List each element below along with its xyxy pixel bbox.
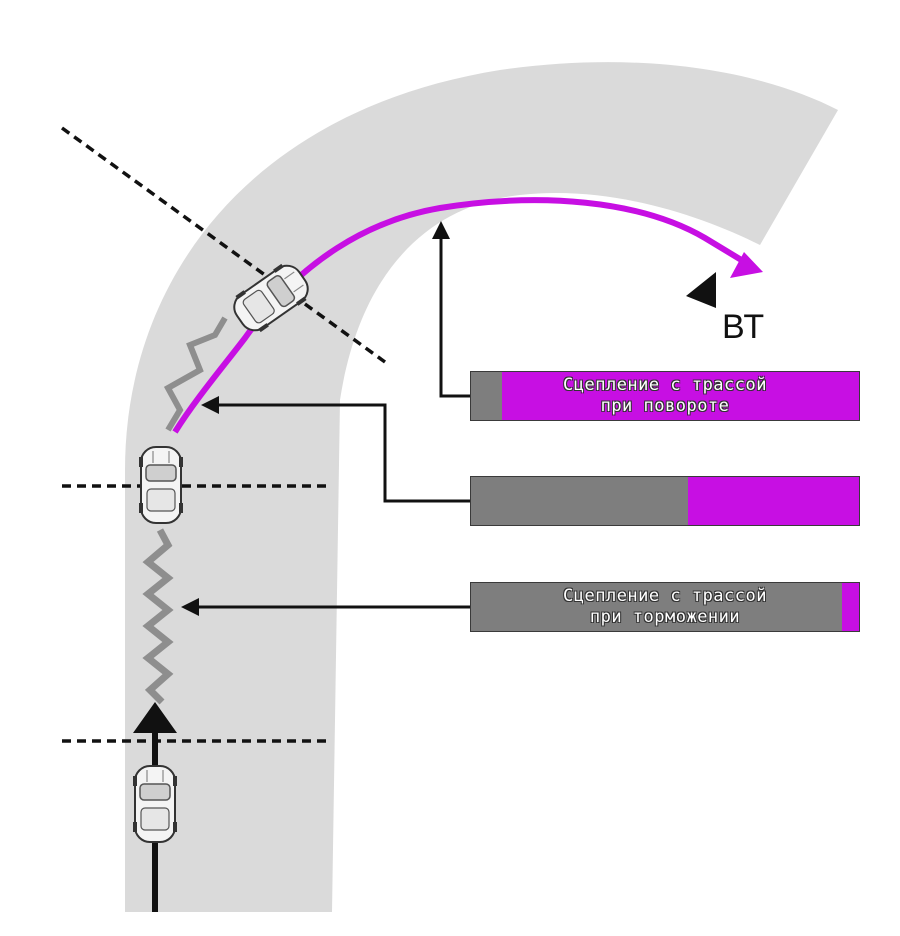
braking-grip-bar: Сцепление с трассой при торможении <box>470 582 860 632</box>
bar-magenta-segment <box>502 372 859 420</box>
dashed-line-turn-in <box>60 126 387 364</box>
braking-skid-marks <box>142 528 174 705</box>
bar-caption-line2: при торможении <box>589 607 741 627</box>
car-braking-icon <box>138 446 184 524</box>
bar-caption <box>471 477 859 525</box>
bar-grey-segment <box>471 477 689 525</box>
connector-transition <box>201 396 470 503</box>
bar-grey-segment <box>471 372 503 420</box>
turn-point-label: ВТ <box>722 308 766 346</box>
racing-line <box>172 197 750 434</box>
bar-caption-line1: Сцепление с трассой <box>563 586 767 606</box>
turn-skid-marks <box>163 316 228 432</box>
bar-caption-line1: Сцепление с трассой <box>563 375 767 395</box>
bar-caption: Сцепление с трассой при торможении <box>471 583 859 631</box>
transition-grip-bar <box>470 476 860 526</box>
turn-point-marker-icon <box>686 272 716 308</box>
bar-magenta-segment <box>841 583 859 631</box>
bar-magenta-segment <box>688 477 859 525</box>
car-approach-icon <box>132 765 178 843</box>
bar-caption: Сцепление с трассой при повороте <box>471 372 859 420</box>
bar-caption-line2: при повороте <box>600 396 730 416</box>
turn-grip-bar: Сцепление с трассой при повороте <box>470 371 860 421</box>
bar-grey-segment <box>471 583 842 631</box>
racing-line-arrowhead-icon <box>730 252 763 278</box>
approach-arrow-icon <box>133 702 177 733</box>
connector-turn-grip <box>432 221 470 398</box>
